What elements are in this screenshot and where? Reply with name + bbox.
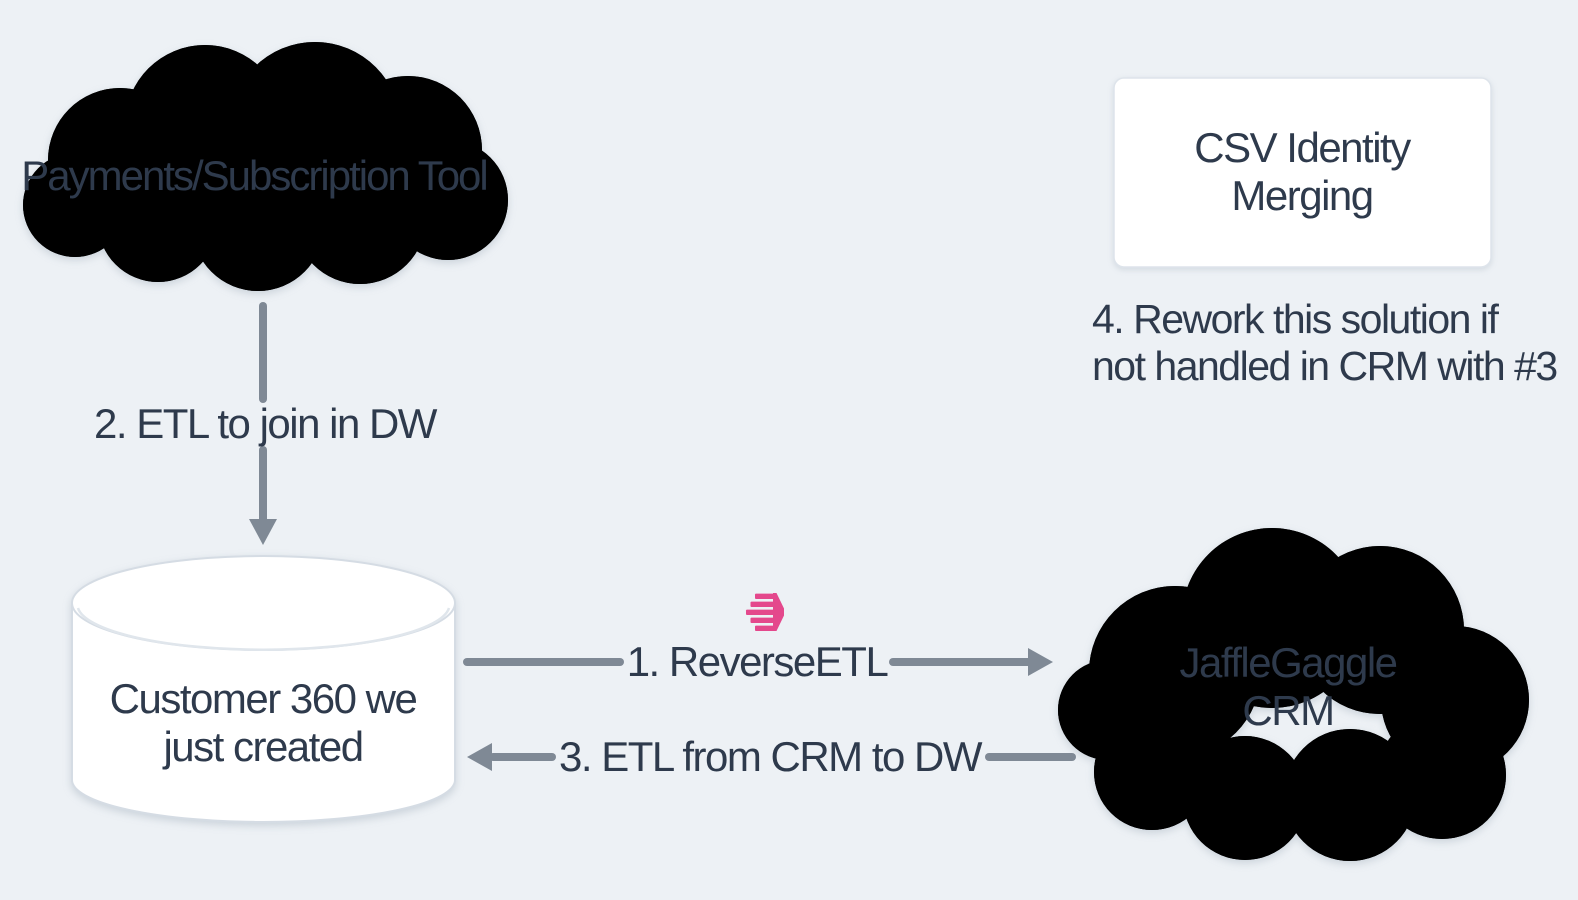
customer-db-label: Customer 360 we just created <box>109 675 418 770</box>
arrow-right-head <box>1028 648 1053 676</box>
arrow-etl-to-dw <box>249 302 277 545</box>
edge-label-etl-to-dw: 2. ETL to join in DW <box>94 400 437 447</box>
arrow-etl-from-crm <box>467 743 1076 771</box>
arrow-reverse-etl <box>463 648 1053 676</box>
csv-box-shape <box>1113 77 1492 268</box>
hightouch-logo-icon <box>746 593 784 631</box>
edge-label-etl-from-crm: 3. ETL from CRM to DW <box>559 733 983 780</box>
csv-box-label: CSV Identity Merging <box>1194 124 1411 219</box>
crm-cloud-label: JaffleGaggle CRM <box>1179 639 1398 734</box>
edge-label-reverse-etl: 1. ReverseETL <box>626 638 889 685</box>
arrow-left-head <box>467 743 492 771</box>
arrow-down-head <box>249 519 277 545</box>
customer-db-cylinder <box>71 555 456 823</box>
note-rework-solution: 4. Rework this solution if not handled i… <box>1092 296 1558 389</box>
payments-cloud-label: Payments/Subscription Tool <box>21 152 488 199</box>
cylinder-rim-highlight <box>76 607 451 651</box>
